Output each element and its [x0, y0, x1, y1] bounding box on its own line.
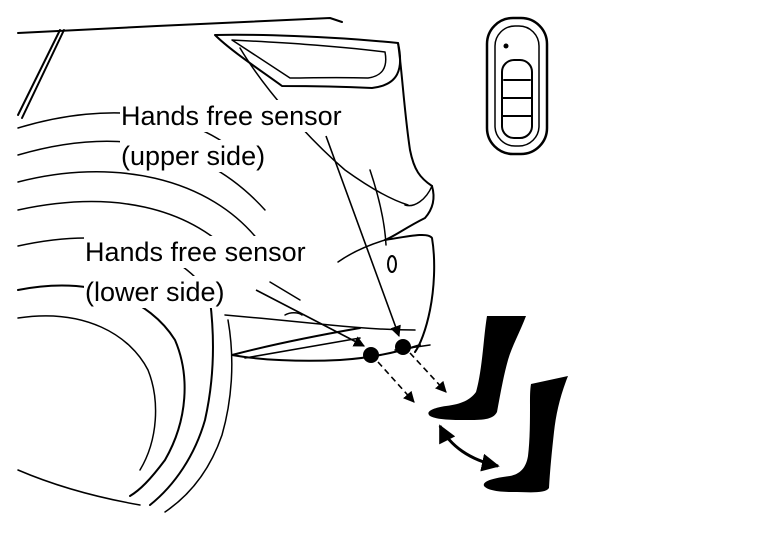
hands-free-sensors — [363, 339, 411, 363]
lower-sensor-label-line1: Hands free sensor — [84, 236, 309, 268]
upper-sensor-label-line2: (upper side) — [120, 140, 269, 172]
kicking-leg-lowered — [483, 376, 568, 493]
rear-wheel-arch — [17, 112, 266, 513]
upper-sensor-dot — [395, 339, 411, 355]
lower-sensor-dot — [363, 347, 379, 363]
detection-beams — [377, 352, 447, 403]
upper-sensor-label-line1: Hands free sensor — [120, 100, 345, 132]
key-fob-icon — [485, 16, 549, 156]
kicking-leg-raised — [428, 316, 526, 420]
car-body — [17, 17, 436, 362]
leader-arrows — [255, 135, 401, 347]
leg-motion-arrow — [438, 424, 500, 472]
lower-sensor-label-line2: (lower side) — [84, 276, 228, 308]
